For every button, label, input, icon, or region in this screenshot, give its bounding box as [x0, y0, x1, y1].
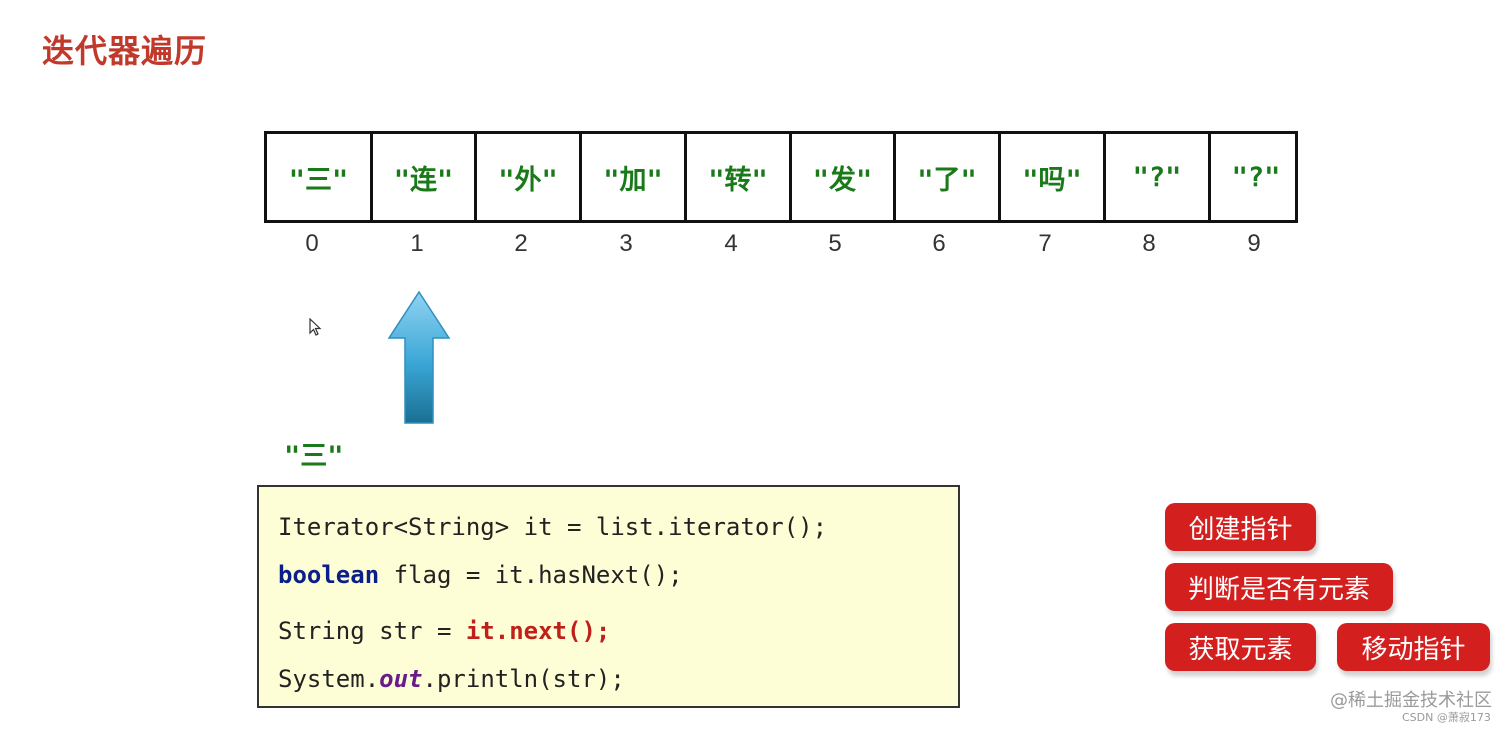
code-text: System.	[278, 665, 380, 693]
index-label-8: 8	[1142, 230, 1156, 257]
index-label-4: 4	[724, 230, 738, 257]
code-highlight: it.next();	[465, 617, 611, 645]
index-label-9: 9	[1247, 230, 1261, 257]
code-line-3: String str = it.next();	[278, 613, 958, 661]
move-pointer-button[interactable]: 移动指针	[1337, 623, 1490, 671]
index-label-2: 2	[514, 230, 528, 257]
code-text: flag = it.hasNext();	[379, 561, 683, 589]
array-cell-9: "?"	[1231, 161, 1281, 193]
array-cell-3: "加"	[582, 134, 687, 220]
index-label-3: 3	[619, 230, 633, 257]
index-label-7: 7	[1038, 230, 1052, 257]
array-cell-8: "?"	[1106, 134, 1211, 220]
has-next-button[interactable]: 判断是否有元素	[1165, 563, 1393, 611]
pointer-arrow-icon	[386, 290, 452, 430]
array-cell-1: "连"	[373, 134, 477, 220]
code-line-4: System.out.println(str);	[278, 661, 958, 709]
array-diagram: "三" "连" "外" "加" "转" "发" "了" "吗" "?" "?"	[264, 131, 1298, 223]
code-line-1: Iterator<String> it = list.iterator();	[278, 513, 828, 541]
code-keyword: boolean	[278, 561, 380, 589]
watermark-site: @稀土掘金技术社区	[1330, 690, 1492, 711]
watermark-author: CSDN @萧寂173	[1402, 711, 1491, 724]
array-cell-2: "外"	[477, 134, 582, 220]
current-value-label: "三"	[284, 441, 344, 472]
array-cell-7: "吗"	[1001, 134, 1106, 220]
page-title: 迭代器遍历	[42, 32, 208, 70]
code-block: Iterator<String> it = list.iterator(); b…	[257, 485, 960, 708]
array-cell-5: "发"	[792, 134, 896, 220]
array-cell-4: "转"	[687, 134, 792, 220]
get-element-button[interactable]: 获取元素	[1165, 623, 1316, 671]
array-cell-6: "了"	[896, 134, 1001, 220]
index-label-6: 6	[932, 230, 946, 257]
code-text: .println(str);	[422, 665, 625, 693]
code-line-2: boolean flag = it.hasNext();	[278, 557, 958, 613]
create-pointer-button[interactable]: 创建指针	[1165, 503, 1316, 551]
array-cell-0: "三"	[267, 134, 373, 220]
mouse-cursor-icon	[309, 317, 323, 342]
code-text: String str =	[278, 617, 466, 645]
index-label-1: 1	[410, 230, 424, 257]
index-label-5: 5	[828, 230, 842, 257]
code-static-field: out	[379, 665, 423, 693]
index-label-0: 0	[305, 230, 319, 257]
